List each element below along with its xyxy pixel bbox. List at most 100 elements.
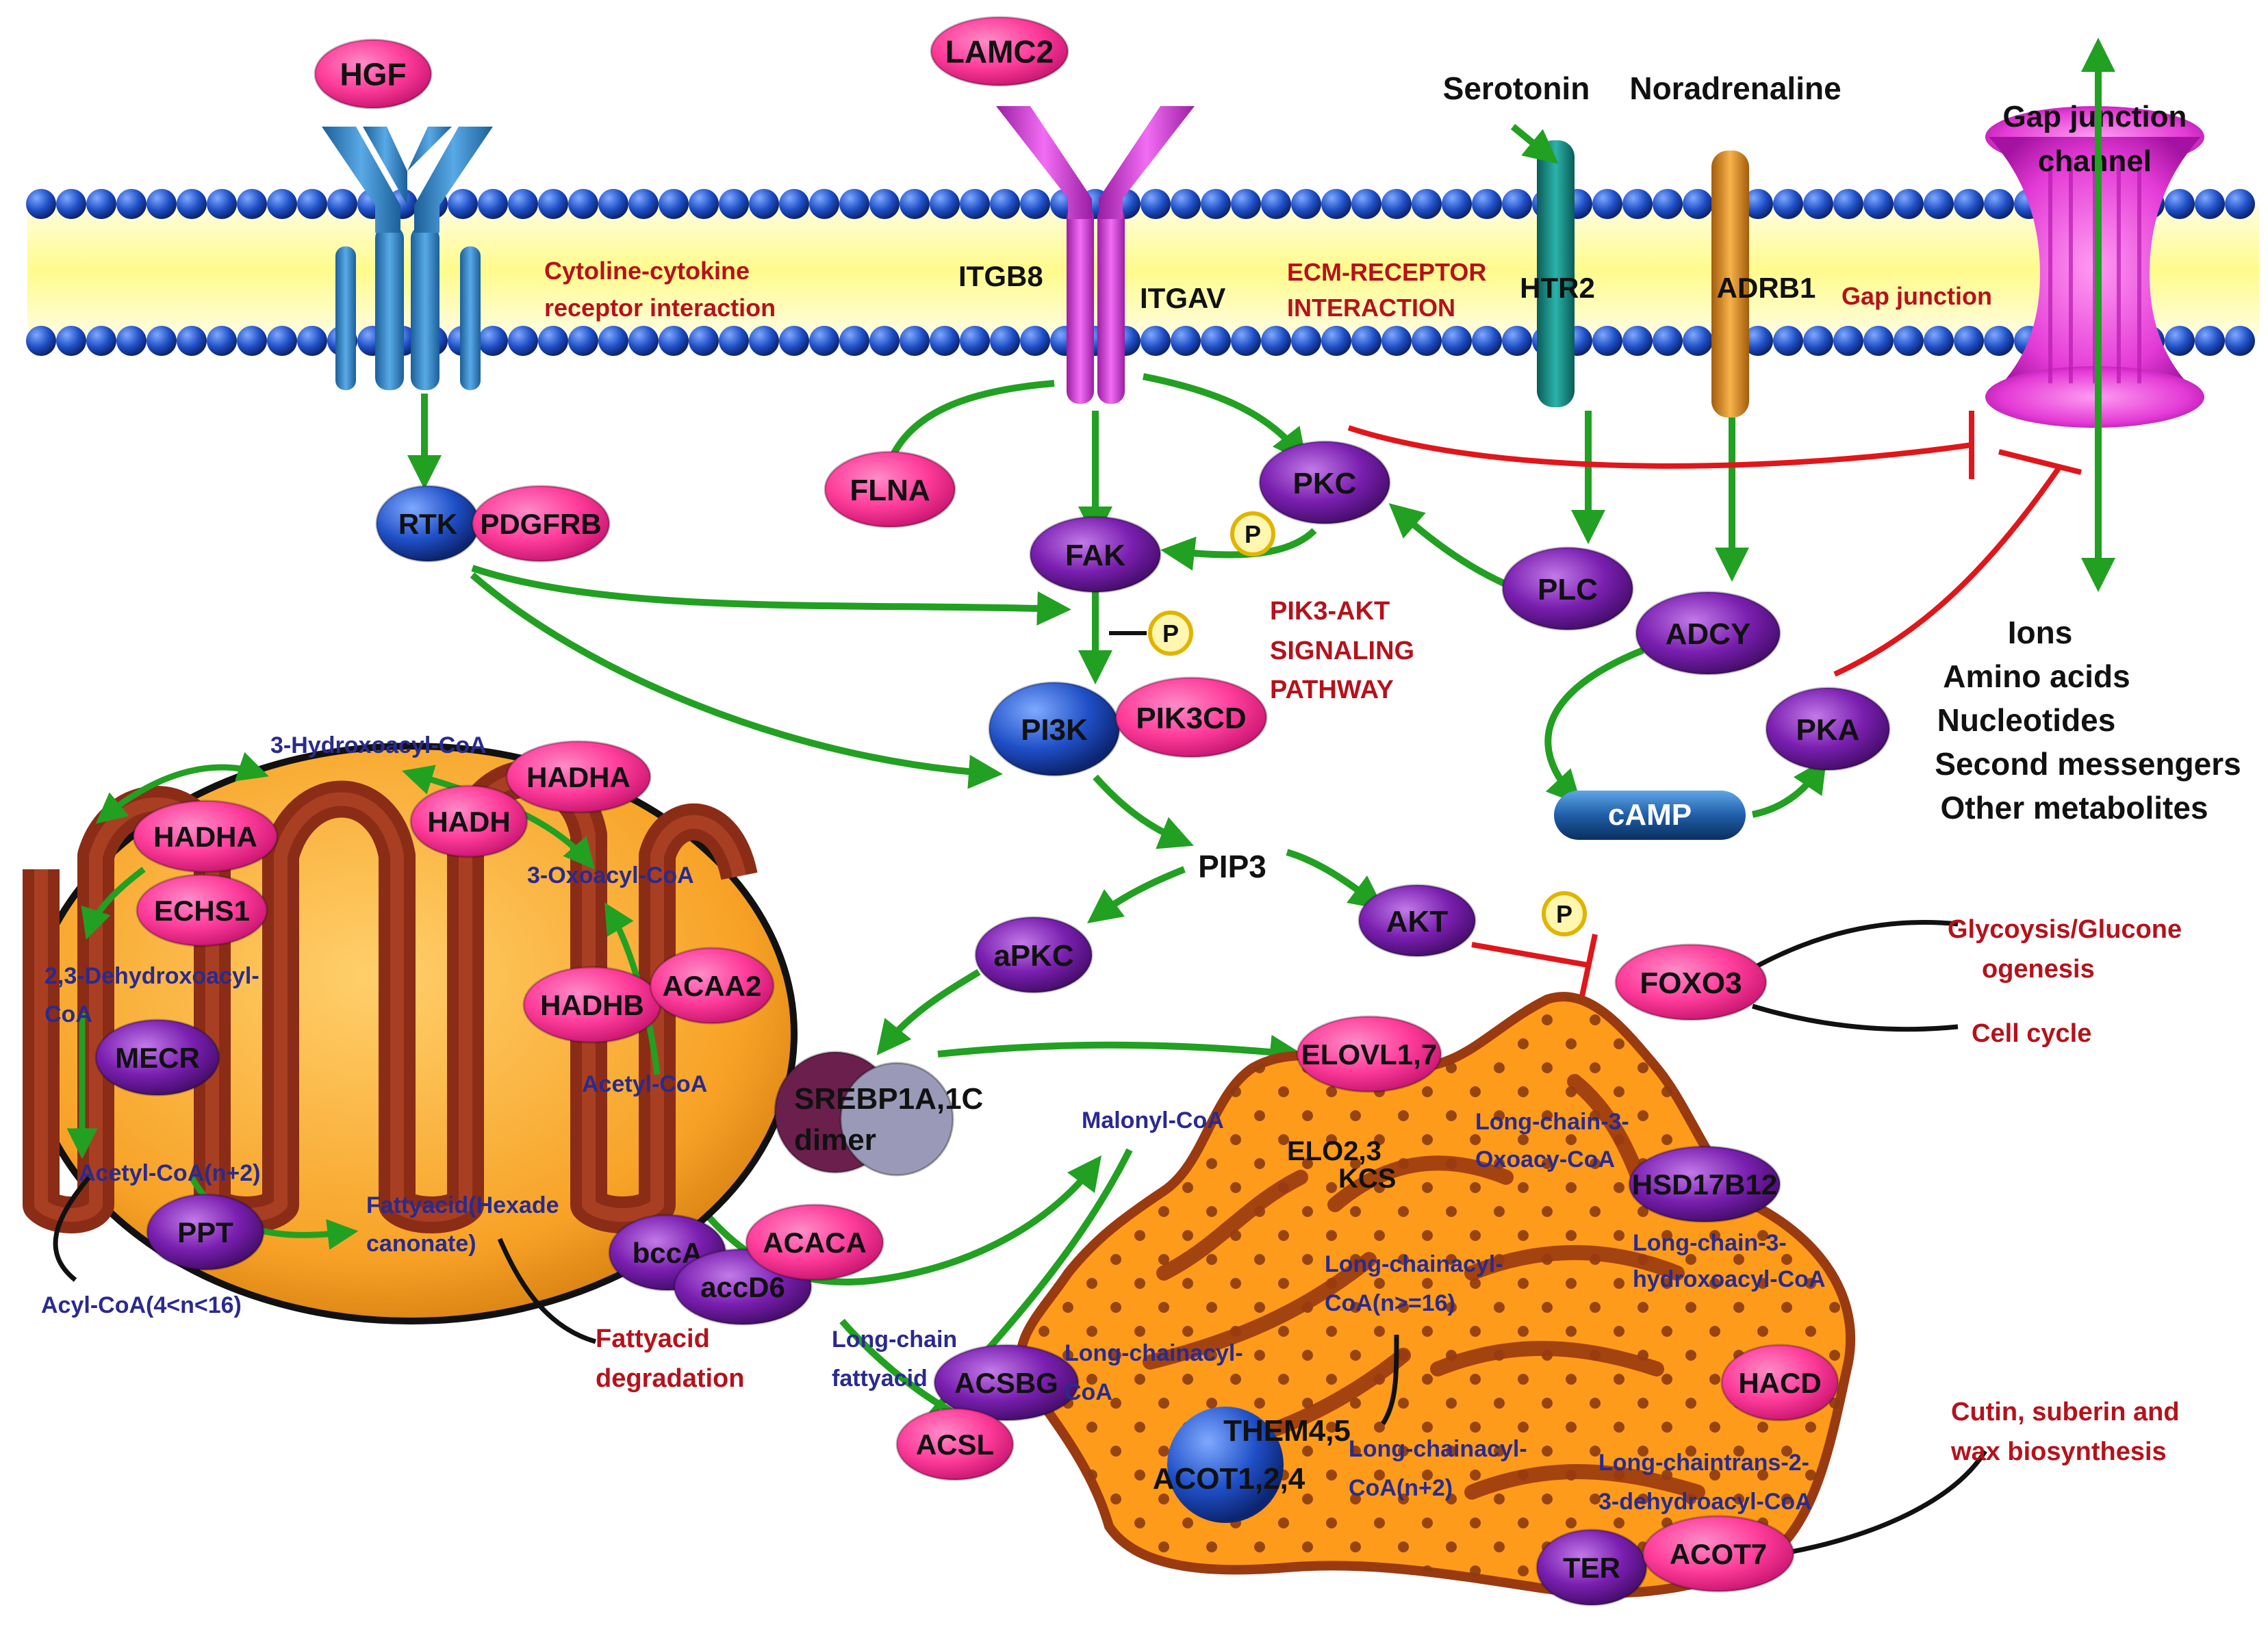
node-acaa2[interactable]: ACAA2 (649, 947, 775, 1025)
node-acsbg[interactable]: ACSBG (933, 1344, 1080, 1422)
node-hadh[interactable]: HADH (409, 784, 528, 858)
lipid-head (598, 326, 628, 356)
node-pdgfrb-shape (471, 485, 611, 563)
node-flna[interactable]: FLNA (824, 450, 956, 528)
node-hsd[interactable]: HSD17B12 (1628, 1145, 1781, 1223)
phospho-badge-2: P (1148, 611, 1193, 656)
arrow-camp-pka (1751, 758, 1827, 818)
lipid-head (809, 326, 839, 356)
node-hadh-shape (409, 784, 528, 858)
lipid-head (1472, 326, 1502, 356)
lipid-head (1201, 189, 1231, 219)
lipid-head (1502, 189, 1532, 219)
lipid-head (749, 189, 779, 219)
node-hadha-top-shape (505, 740, 652, 814)
node-pdgfrb[interactable]: PDGFRB (471, 485, 611, 563)
node-fak-shape (1029, 515, 1162, 593)
node-elovl[interactable]: ELOVL1,7 (1296, 1015, 1442, 1093)
node-hadha-top[interactable]: HADHA (505, 740, 652, 814)
lipid-head (2195, 189, 2225, 219)
lipid-head (1412, 189, 1442, 219)
lipid-head (1141, 189, 1171, 219)
node-echs1[interactable]: ECHS1 (136, 873, 268, 947)
long-chainacyl-coa-label-2: CoA (1065, 1379, 1112, 1405)
node-acaca[interactable]: ACACA (745, 1203, 884, 1281)
lipid-head (839, 189, 869, 219)
lipid-head (960, 189, 990, 219)
arrow-serotonin-htr2 (1510, 124, 1559, 164)
node-hadhb[interactable]: HADHB (522, 966, 662, 1044)
node-pi3k[interactable]: PI3K (988, 681, 1121, 777)
phospho-badge-1-shape (1230, 511, 1275, 556)
lipid-head (1863, 326, 1894, 356)
lipid-head (177, 189, 207, 219)
node-ter-shape (1536, 1528, 1648, 1606)
lipid-head (2165, 189, 2195, 219)
node-foxo3[interactable]: FOXO3 (1614, 943, 1768, 1021)
node-ter[interactable]: TER (1536, 1528, 1648, 1606)
node-rtk[interactable]: RTK (375, 485, 481, 563)
node-acot7-label: ACOT7 (1670, 1538, 1767, 1570)
trans-dehydroacyl-label-2: 3-dehydroacyl-CoA (1598, 1489, 1812, 1515)
lipid-head (1924, 189, 1954, 219)
node-elovl-label: ELOVL1,7 (1301, 1038, 1437, 1071)
node-apkc[interactable]: aPKC (974, 916, 1093, 994)
node-elovl-shape (1296, 1015, 1442, 1093)
lipid-head (1321, 189, 1351, 219)
node-ppt-shape (146, 1193, 265, 1271)
lipid-head (207, 326, 237, 356)
lipid-head (448, 189, 478, 219)
node-adcy[interactable]: ADCY (1635, 591, 1781, 676)
lipid-head (568, 189, 598, 219)
node-fak[interactable]: FAK (1029, 515, 1162, 593)
node-hacd[interactable]: HACD (1720, 1344, 1839, 1422)
arrow-plc-pkc (1388, 503, 1518, 592)
lipid-head (900, 189, 930, 219)
lipid-head (207, 189, 237, 219)
ligand-hgf-shape (314, 38, 433, 110)
lipid-head (1803, 326, 1833, 356)
lipid-head (659, 189, 689, 219)
lipid-head (478, 189, 508, 219)
node-acaa2-label: ACAA2 (663, 970, 762, 1002)
long-chainacyl-n2-label-2: CoA(n+2) (1349, 1475, 1453, 1501)
lipid-head (1683, 189, 1713, 219)
pip3-label: PIP3 (1198, 849, 1266, 884)
hydroxoacyl-label-2: hydroxoacyl-CoA (1633, 1266, 1826, 1292)
integrin-receptor-shape (996, 106, 1195, 404)
node-acot7[interactable]: ACOT7 (1642, 1515, 1795, 1593)
lipid-head (990, 326, 1020, 356)
oxoacyl-coa-label: 3-Oxoacyl-CoA (527, 862, 694, 888)
node-plc-label: PLC (1538, 573, 1598, 606)
ligand-hgf[interactable]: HGF (314, 38, 433, 110)
lipid-head (1833, 326, 1863, 356)
lipid-head (297, 189, 327, 219)
node-adcy-shape (1635, 591, 1781, 676)
lipid-head (1954, 189, 1984, 219)
node-pkc[interactable]: PKC (1258, 440, 1391, 525)
ligand-lamc2[interactable]: LAMC2 (930, 16, 1069, 87)
fatty-degradation-label-2: degradation (596, 1364, 744, 1393)
phospho-badge-2-label: P (1162, 619, 1179, 648)
node-acsl[interactable]: ACSL (895, 1407, 1015, 1481)
node-hadha-left[interactable]: HADHA (132, 799, 279, 873)
node-plc[interactable]: PLC (1501, 546, 1634, 631)
node-akt[interactable]: AKT (1358, 884, 1477, 958)
transported-item: Ions (2008, 615, 2073, 650)
transported-item: Amino acids (1943, 658, 2130, 694)
node-pik3cd[interactable]: PIK3CD (1114, 676, 1268, 758)
node-ppt[interactable]: PPT (146, 1193, 265, 1271)
node-camp[interactable]: cAMP (1554, 791, 1746, 840)
node-echs1-shape (136, 873, 268, 947)
lipid-head (1773, 326, 1803, 356)
lipid-head (598, 189, 628, 219)
cutin-label: Cutin, suberin and (1951, 1398, 2180, 1426)
node-pik3cd-shape (1114, 676, 1268, 758)
lipid-head (1743, 326, 1773, 356)
node-mecr[interactable]: MECR (94, 1019, 220, 1097)
lipid-head (237, 189, 267, 219)
node-pka[interactable]: PKA (1765, 687, 1891, 771)
